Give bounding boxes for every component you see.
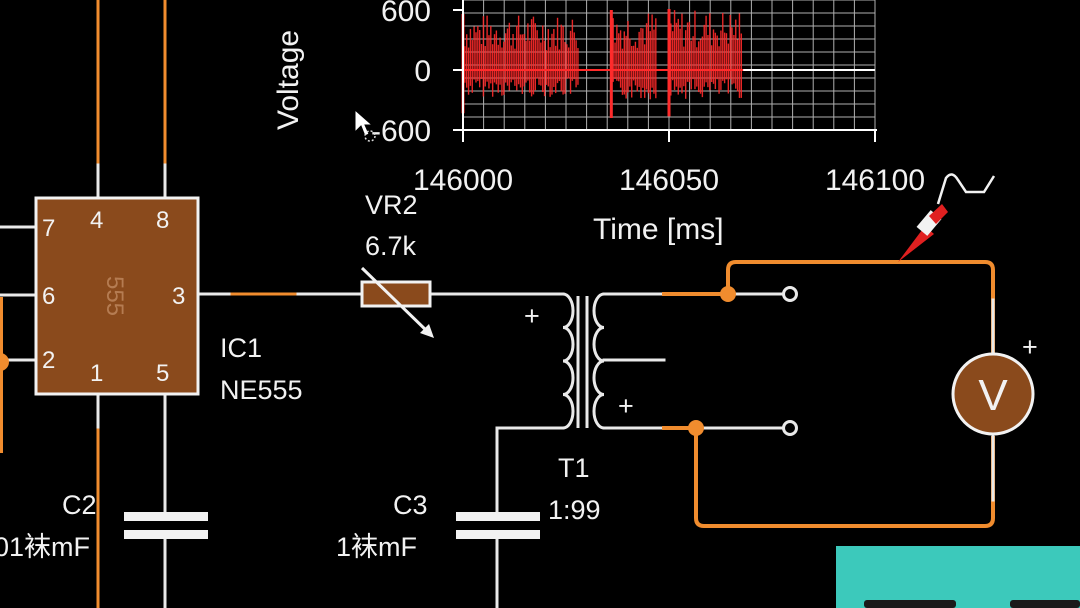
vr2-variable-resistor[interactable] [360,266,434,338]
x-tick-label: 146000 [413,164,513,197]
c3-plate-top[interactable] [456,512,540,521]
output-terminal[interactable] [782,286,798,302]
vr2-adjust-arrow [360,266,432,336]
t1-transformer[interactable] [562,292,605,430]
arrow-head-icon [420,324,434,338]
c2-capacitor[interactable] [124,512,208,539]
x-axis-label: Time [ms] [593,213,724,246]
t1-primary-polarity: + [524,301,540,331]
voltage-time-plot: 146000 146050 146100 600 0 -600 Voltage Time… [272,0,925,246]
corner-panel-button[interactable] [864,600,956,608]
ic1-pin-8: 8 [156,207,169,234]
wire-meter-bottom-loop [694,426,995,528]
t1-designator: T1 [558,453,590,483]
corner-panel[interactable] [836,546,1080,608]
ic1-pin-3: 3 [172,283,185,310]
c2-plate-top[interactable] [124,512,208,521]
c3-capacitor[interactable] [456,512,540,539]
voltmeter-body[interactable] [951,352,1035,436]
corner-panel-bg[interactable] [836,546,1080,608]
voltmeter[interactable]: V [951,352,1035,436]
t1-ratio: 1:99 [548,495,601,525]
mouse-pointer-icon [354,108,376,142]
ic1-pin-5: 5 [156,360,169,387]
vr2-designator: VR2 [365,190,418,220]
probe-icon[interactable] [898,173,996,262]
probe-tip [898,226,934,262]
junction-node [688,420,704,436]
ic1-pin-4: 4 [90,207,103,234]
corner-panel-button[interactable] [1010,600,1080,608]
y-axis-label: Voltage [272,30,305,130]
c3-value: 1袜mF [336,532,417,562]
wire-meter-top-loop [726,260,995,354]
ic1-pin-2: 2 [42,347,55,374]
y-tick-label: 600 [381,0,431,28]
y-tick-label: 0 [414,55,431,88]
ic1-pin-6: 6 [42,283,55,310]
c2-value: 01袜mF [0,532,90,562]
ic1-pin-7: 7 [42,215,55,242]
vr2-value: 6.7k [365,231,417,261]
t1-primary-coil [562,292,575,430]
voltage-trace [461,9,744,118]
y-tick-label: -600 [371,115,431,148]
ic1-body[interactable] [34,196,200,396]
x-axis-ticks: 146000 146050 146100 [413,130,925,197]
c3-designator: C3 [393,490,428,520]
t1-secondary-coil [592,292,605,430]
probe-waveform-icon [936,173,996,205]
c2-plate-bottom[interactable] [124,530,208,539]
junction-node [720,286,736,302]
voltmeter-polarity: + [1022,332,1038,362]
ic1-designator: IC1 [220,333,262,363]
ic1-pin-1: 1 [90,360,103,387]
c3-plate-bottom[interactable] [456,530,540,539]
ic1-555-timer[interactable]: 7 4 8 6 3 2 1 5 555 [34,196,200,396]
x-tick-label: 146100 [825,164,925,197]
c2-designator: C2 [62,490,97,520]
voltmeter-symbol: V [978,371,1008,420]
x-tick-label: 146050 [619,164,719,197]
junction-node [0,353,9,371]
probe-handle [929,204,948,224]
y-axis-ticks: 600 0 -600 [371,0,463,148]
ic1-body-label: 555 [101,276,128,316]
ic1-part-number: NE555 [220,375,303,405]
t1-secondary-polarity: + [618,391,634,421]
output-terminal[interactable] [782,420,798,436]
